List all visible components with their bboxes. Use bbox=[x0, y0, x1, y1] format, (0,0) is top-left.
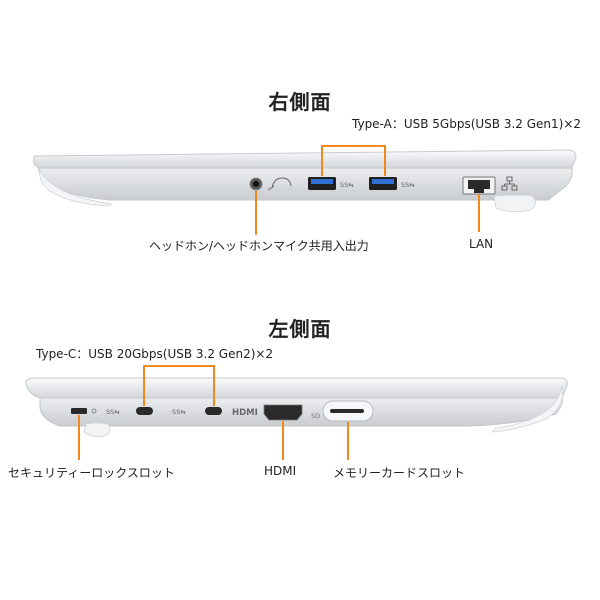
right-foot bbox=[493, 194, 536, 212]
right-callouts bbox=[255, 145, 480, 235]
usb-c-callout bbox=[143, 365, 215, 406]
left-side-title: 左側面 bbox=[268, 317, 332, 341]
memory-card-slot[interactable] bbox=[322, 400, 374, 422]
left-side-laptop: SS⇆ SS⇆ HDMI SD bbox=[25, 365, 568, 460]
hdmi-label: HDMI bbox=[264, 464, 297, 478]
left-callouts bbox=[78, 365, 349, 460]
usb-c-label: Type-C：USB 20Gbps(USB 3.2 Gen2)×2 bbox=[36, 347, 274, 361]
usb-a-port-2[interactable] bbox=[369, 177, 397, 190]
usb-c-port-2[interactable] bbox=[205, 407, 222, 415]
security-lock-slot[interactable] bbox=[71, 408, 87, 414]
right-front-wedge bbox=[39, 168, 114, 207]
right-lid bbox=[33, 149, 577, 169]
usb-c-port-1[interactable] bbox=[136, 407, 153, 415]
lock-label: セキュリティーロックスロット bbox=[8, 466, 175, 480]
hdmi-logo: HDMI bbox=[232, 408, 258, 418]
card-label: メモリーカードスロット bbox=[333, 466, 466, 480]
left-front-wedge bbox=[490, 385, 564, 433]
network-icon bbox=[501, 176, 518, 191]
headset-icon bbox=[267, 177, 292, 191]
lock-icon bbox=[91, 408, 97, 414]
usb-a-callout bbox=[321, 145, 386, 176]
usb-c-ss-icon-2: SS⇆ bbox=[172, 408, 186, 416]
hdmi-port[interactable] bbox=[263, 404, 303, 421]
lan-port[interactable] bbox=[462, 176, 496, 195]
lan-label: LAN bbox=[469, 237, 494, 251]
right-side-laptop: SS⇆ SS⇆ bbox=[33, 145, 577, 235]
usb-a-port-1[interactable] bbox=[308, 177, 336, 190]
usb-a-label: Type-A：USB 5Gbps(USB 3.2 Gen1)×2 bbox=[352, 117, 582, 131]
usb-a-ss-icon-1: SS⇆ bbox=[340, 181, 354, 189]
usb-a-ss-icon-2: SS⇆ bbox=[401, 181, 415, 189]
left-foot bbox=[83, 422, 111, 437]
right-side-title: 右側面 bbox=[268, 90, 332, 114]
usb-c-ss-icon-1: SS⇆ bbox=[106, 408, 120, 416]
left-lid bbox=[25, 377, 568, 399]
headphone-label: ヘッドホン/ヘッドホンマイク共用入出力 bbox=[149, 239, 369, 253]
sd-logo: SD bbox=[311, 412, 320, 420]
